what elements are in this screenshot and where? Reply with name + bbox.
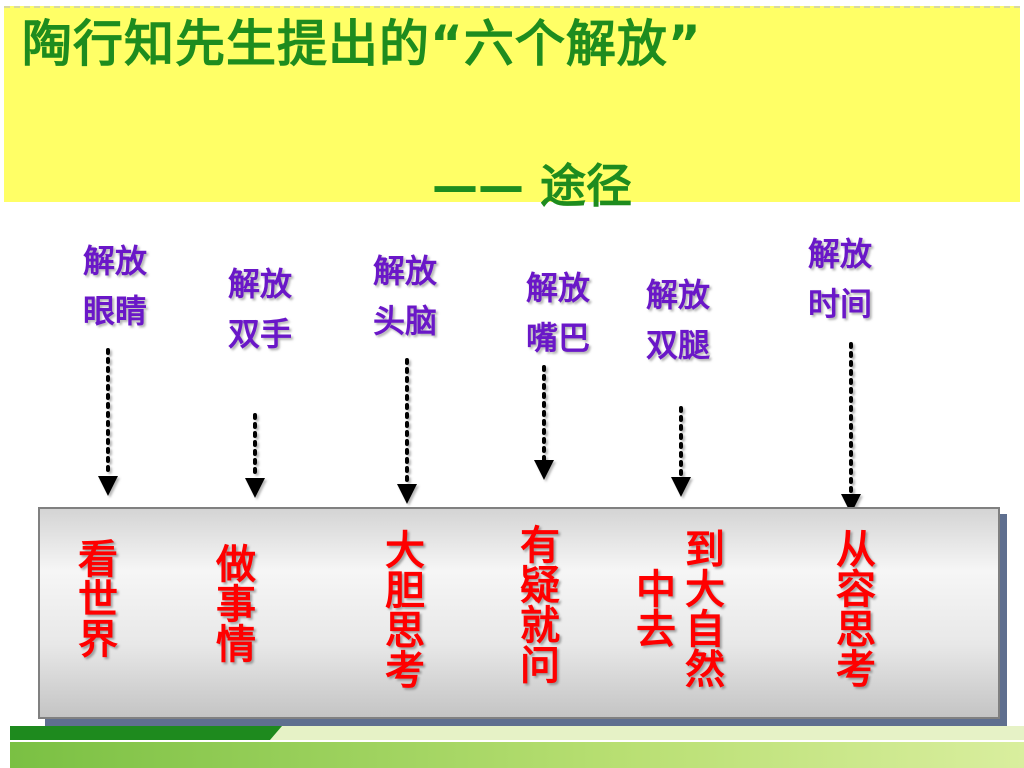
page-subtitle: —— 途径: [432, 159, 633, 213]
label-legs: 解放 双腿: [645, 276, 710, 364]
dotted-arrow-down-icon: [841, 342, 861, 514]
way-go-to-nature-col1: 中 去: [636, 567, 676, 653]
way-think-calmly: 从 容 思 考: [836, 527, 876, 693]
way-think-boldly: 大 胆 思 考: [385, 528, 425, 694]
label-brain: 解放 头脑: [372, 252, 437, 340]
dotted-arrow-down-icon: [98, 348, 118, 496]
dotted-arrow-down-icon: [245, 413, 265, 498]
way-see-world: 看 世 界: [78, 537, 118, 663]
label-mouth: 解放 嘴巴: [525, 269, 590, 357]
dotted-arrow-down-icon: [534, 365, 554, 480]
footer-stripe-notch: [270, 726, 1024, 740]
ways-panel: [38, 507, 1000, 719]
way-go-to-nature-col2: 到 大 自 然: [685, 527, 725, 693]
page-title: 陶行知先生提出的“六个解放”: [22, 15, 702, 73]
footer-stripe-light: [10, 742, 1024, 768]
dotted-arrow-down-icon: [671, 406, 691, 497]
label-time: 解放 时间: [807, 235, 872, 323]
dotted-arrow-down-icon: [397, 358, 417, 504]
title-banner: 陶行知先生提出的“六个解放” —— 途径: [4, 6, 1020, 213]
way-do-things: 做 事 情: [216, 542, 256, 668]
label-hands: 解放 双手: [227, 265, 292, 353]
way-ask-when-doubt: 有 疑 就 问: [520, 523, 560, 689]
label-eyes: 解放 眼睛: [82, 242, 147, 330]
